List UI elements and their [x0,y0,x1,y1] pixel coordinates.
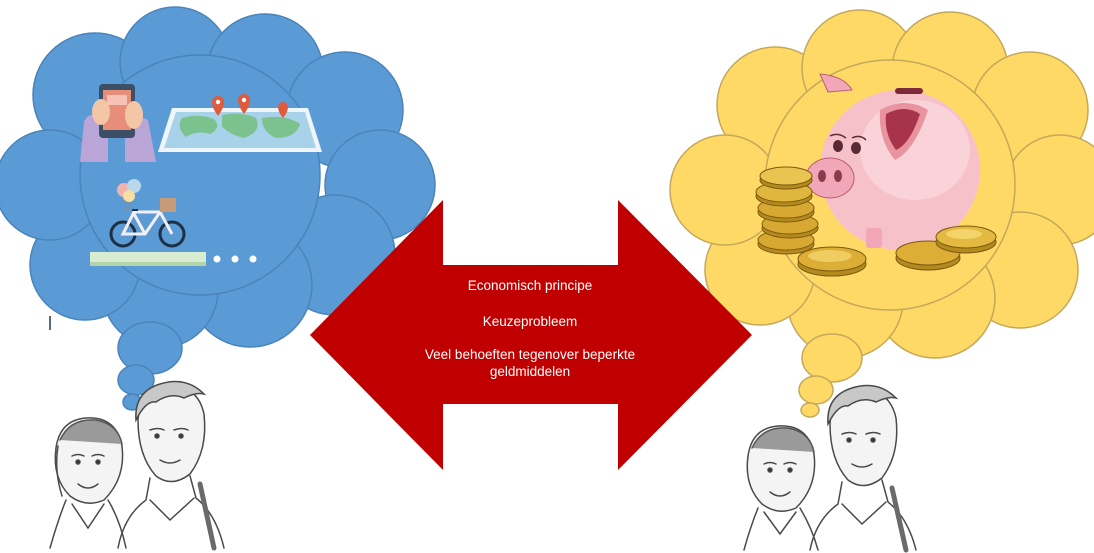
ellipsis-icon [213,255,257,263]
piggy-bank-icon [805,73,980,250]
arrow-label-choice-problem: Keuzeprobleem [482,314,578,329]
double-headed-arrow [310,200,752,470]
arrow-label-economic-principle: Economisch principe [467,278,593,293]
bicycle-icon [90,179,206,266]
couple-sketch-right [743,384,917,553]
smartphone-icon [80,84,156,162]
arrow-label-needs-vs-means: Veel behoeften tegenover beperkte geldmi… [424,347,636,379]
coins-icon [755,166,997,277]
couple-sketch-left [49,380,225,551]
world-map-icon [158,94,322,152]
